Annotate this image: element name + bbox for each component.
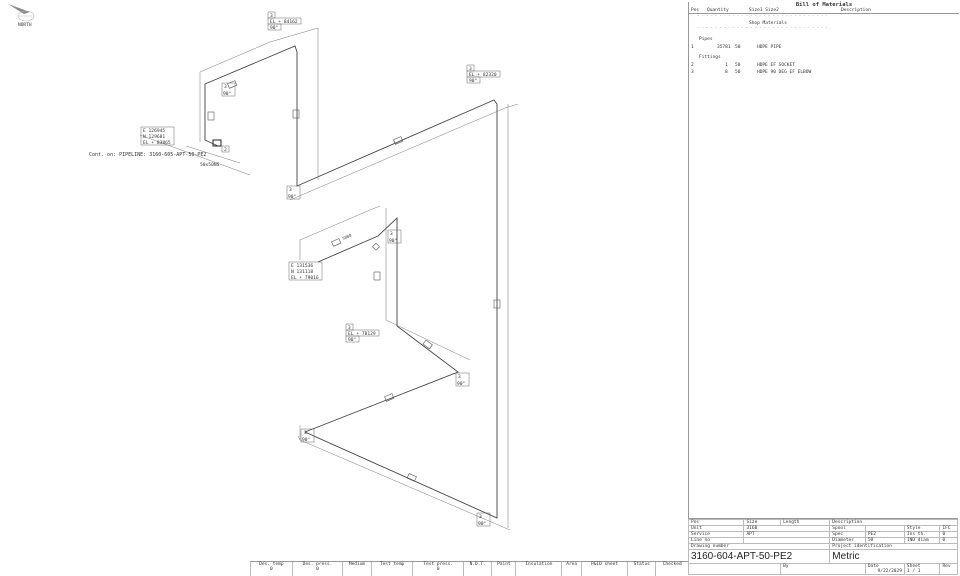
project-identification: Metric xyxy=(829,549,958,564)
svg-text:EL + 83865: EL + 83865 xyxy=(143,140,171,146)
bom-pipes-label: Pipes xyxy=(699,37,713,42)
divider: - - - - - - - - - - - - - - - - - - - - … xyxy=(697,26,827,31)
svg-text:90°: 90° xyxy=(223,91,232,97)
svg-text:3: 3 xyxy=(289,187,292,193)
svg-text:EL + 78129: EL + 78129 xyxy=(348,331,376,337)
label-elbow-b: 390° xyxy=(286,185,301,200)
fitting-ref: 2 xyxy=(221,145,230,153)
svg-text:90°: 90° xyxy=(469,78,478,84)
bill-of-materials: Bill of Materials Pos Quantity Size1 Siz… xyxy=(688,2,959,574)
svg-text:2: 2 xyxy=(224,147,227,153)
reducer-size: 50x50NS xyxy=(200,162,220,168)
svg-text:90°: 90° xyxy=(478,521,487,527)
continuation-label[interactable]: Cont. on: PIPELINE: 3160-605-APT-50-PE2 xyxy=(89,152,206,158)
label-elbow-top-right: 3 EL + 82320 90° xyxy=(466,64,501,84)
svg-text:E 131536: E 131536 xyxy=(291,263,313,269)
svg-text:3: 3 xyxy=(479,514,482,520)
property-cell: Des. press.0 xyxy=(291,562,343,576)
label-elbow-e: 390° xyxy=(300,428,315,443)
bom-header: Pos Quantity Size1 Size2 Description xyxy=(689,8,959,14)
property-cell: Test temp xyxy=(370,562,413,576)
svg-text:3: 3 xyxy=(390,231,393,237)
pipe-markers xyxy=(207,80,501,482)
svg-text:90°: 90° xyxy=(288,194,297,200)
svg-text:90°: 90° xyxy=(302,437,311,443)
north-label: NORTH xyxy=(18,22,32,28)
svg-text:N 131118: N 131118 xyxy=(291,269,313,275)
svg-text:90°: 90° xyxy=(348,337,357,343)
label-elbow-c: 390° xyxy=(387,229,402,244)
svg-text:EL + 79016: EL + 79016 xyxy=(291,275,319,281)
property-cell: N.D.T. xyxy=(463,562,492,576)
bom-title: Bill of Materials xyxy=(795,2,853,8)
upper-dimension: 5000 xyxy=(341,232,352,241)
svg-text:3: 3 xyxy=(348,325,351,331)
svg-text:90°: 90° xyxy=(389,238,398,244)
bom-section: Shop Materials xyxy=(749,21,787,26)
svg-text:N 129681: N 129681 xyxy=(143,134,165,140)
property-cell: Insulation xyxy=(515,562,562,576)
svg-text:90°: 90° xyxy=(270,25,279,31)
svg-text:3: 3 xyxy=(224,84,227,90)
dimension-lines xyxy=(139,27,519,531)
svg-text:3: 3 xyxy=(270,13,273,19)
svg-text:EL + 82320: EL + 82320 xyxy=(469,72,497,78)
label-elbow-d: 390° xyxy=(455,372,470,387)
label-elbow-top-left: 3 EL + 84162 90° xyxy=(267,11,302,31)
sheet-number: 1 / 1 xyxy=(906,569,921,574)
property-cell: Checked xyxy=(655,562,688,576)
svg-text:E 126945: E 126945 xyxy=(143,128,165,134)
north-arrow-icon: NORTH xyxy=(8,4,35,28)
pipe-route xyxy=(204,45,498,519)
label-elbow-f: 390° xyxy=(476,512,491,527)
divider: - - - - - - - - - - - - - - - - - - - - … xyxy=(697,14,827,19)
svg-text:EL + 84162: EL + 84162 xyxy=(270,19,298,25)
date: 9/22/2029 xyxy=(877,569,902,574)
isometric-drawing: NORTH 3 EL + 84162 90° xyxy=(8,4,519,531)
property-cell: Medium xyxy=(342,562,372,576)
property-cell: Area xyxy=(561,562,582,576)
start-coordinates: E 126945 N 129681 EL + 83865 xyxy=(140,126,175,146)
property-cell: P&ID sheet xyxy=(580,562,628,576)
property-cell: Paint xyxy=(491,562,516,576)
svg-text:3: 3 xyxy=(304,430,307,436)
label-elbow-mid: 3 EL + 78129 90° xyxy=(345,323,380,343)
svg-text:90°: 90° xyxy=(457,381,466,387)
svg-text:3: 3 xyxy=(458,374,461,380)
bom-fittings-label: Fittings xyxy=(699,55,721,60)
drawing-number: 3160-604-APT-50-PE2 xyxy=(687,549,831,564)
label-elbow-a: 390° xyxy=(221,82,236,97)
property-cell: Status xyxy=(627,562,656,576)
property-cell: Test press.0 xyxy=(412,562,464,576)
svg-text:3: 3 xyxy=(469,66,472,72)
end-coordinates: E 131536 N 131118 EL + 79016 xyxy=(288,261,323,281)
